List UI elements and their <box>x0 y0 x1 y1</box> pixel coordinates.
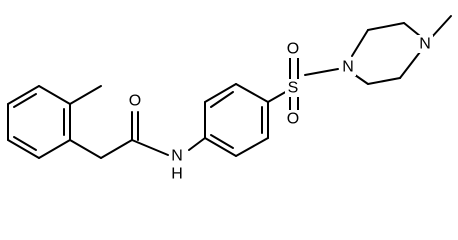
atom-label-sulfur: S <box>288 80 299 97</box>
bond <box>430 15 452 39</box>
bond <box>367 77 401 85</box>
bond <box>204 83 237 103</box>
atom-label-amide-oxygen: O <box>129 93 141 110</box>
bond <box>7 139 40 159</box>
bond-aromatic-inner <box>210 91 234 108</box>
bond-layer <box>7 15 452 159</box>
bond <box>354 74 369 85</box>
bond-aromatic-inner <box>210 134 234 149</box>
bond <box>351 29 369 57</box>
atom-label-amide-nitrogen: N <box>171 148 183 165</box>
atom-label-sulfonyl-oxygen-top: O <box>287 41 299 58</box>
bond <box>69 139 102 159</box>
bond <box>403 22 421 37</box>
bond <box>7 85 40 105</box>
bond <box>38 139 71 159</box>
atom-label-piperazine-nitrogen-4: N <box>419 36 431 53</box>
bond <box>69 85 102 105</box>
bond <box>38 85 71 105</box>
bond <box>367 22 405 31</box>
bond <box>399 51 421 79</box>
atom-label-sulfonyl-oxygen-bottom: O <box>287 111 299 128</box>
bond-aromatic-inner <box>13 93 37 108</box>
bond <box>100 139 133 159</box>
atom-label-amide-hydrogen: H <box>171 166 183 183</box>
bond <box>131 139 169 156</box>
atom-layer: N H O S O O N N <box>127 35 433 183</box>
chemical-structure: N H O S O O N N <box>7 15 452 183</box>
bond <box>304 68 339 76</box>
bond-aromatic-inner <box>13 136 37 151</box>
bond <box>188 137 206 151</box>
bond <box>235 137 269 157</box>
bond <box>235 83 269 103</box>
bond <box>204 137 237 157</box>
atom-label-piperazine-nitrogen-1: N <box>342 59 354 76</box>
